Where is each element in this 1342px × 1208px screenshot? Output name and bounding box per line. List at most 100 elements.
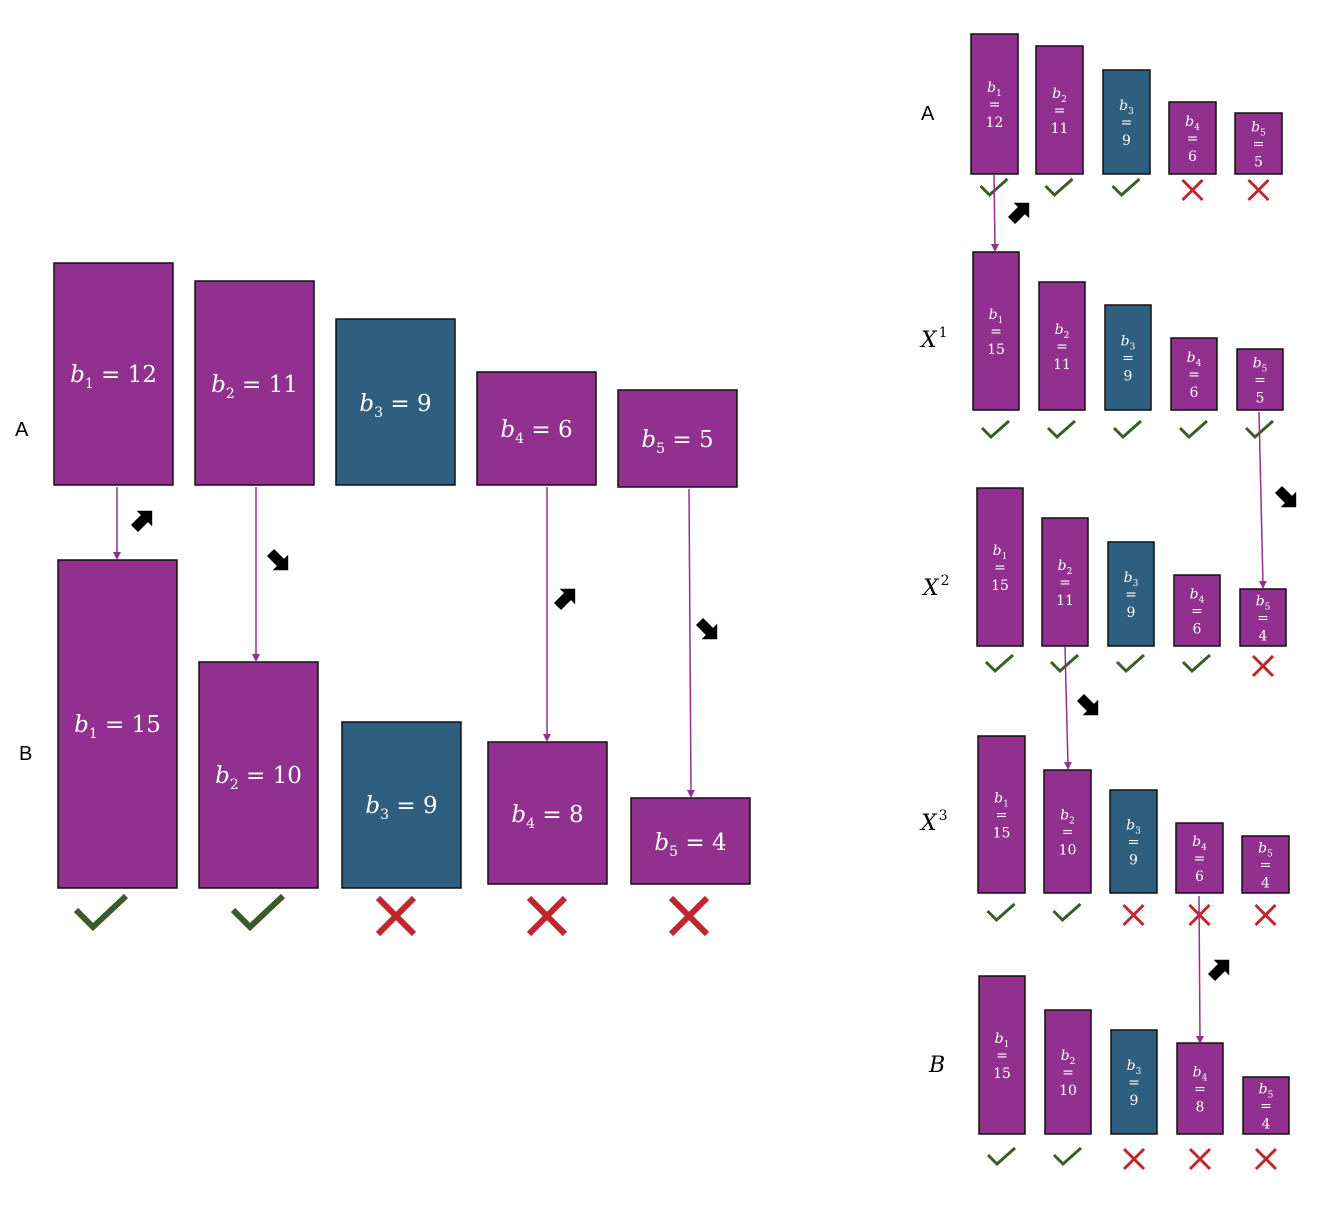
arrow-pointer-icon xyxy=(1274,485,1297,508)
left-label-a: A xyxy=(15,419,29,441)
svg-text:b2: b2 xyxy=(1055,322,1070,341)
svg-text:11: 11 xyxy=(1051,121,1069,137)
svg-text:9: 9 xyxy=(1122,133,1131,149)
svg-text:=: = xyxy=(990,324,1002,340)
svg-text:=: = xyxy=(1260,1099,1272,1115)
right-box-4-3: b3=9 xyxy=(1109,789,1158,894)
left-a-box-3: b3 = 9 xyxy=(335,318,456,486)
svg-text:b5: b5 xyxy=(1258,841,1273,860)
svg-text:=: = xyxy=(1054,103,1066,119)
cross-icon xyxy=(1254,903,1277,927)
left-connectors xyxy=(113,487,695,798)
svg-text:9: 9 xyxy=(1130,1093,1139,1109)
svg-text:=: = xyxy=(1128,835,1140,851)
left-a-box-5: b5 = 5 xyxy=(617,389,738,488)
left-b-box-1: b1 = 15 xyxy=(57,559,178,889)
svg-text:b5: b5 xyxy=(1259,1082,1274,1101)
svg-text:=: = xyxy=(1253,137,1265,153)
svg-text:b2 = 11: b2 = 11 xyxy=(211,372,298,402)
svg-text:=: = xyxy=(1194,1082,1206,1098)
right-box-5-1: b1=15 xyxy=(978,975,1026,1135)
cross-icon xyxy=(1181,178,1204,202)
svg-text:8: 8 xyxy=(1196,1100,1205,1116)
svg-text:4: 4 xyxy=(1261,876,1270,892)
check-icon xyxy=(1111,177,1141,198)
left-a-box-4: b4 = 6 xyxy=(476,371,597,486)
svg-text:b4: b4 xyxy=(1190,587,1205,606)
left-pointers xyxy=(130,510,718,640)
svg-text:b4: b4 xyxy=(1185,114,1200,133)
check-icon xyxy=(1044,177,1074,198)
check-icon xyxy=(986,1146,1016,1167)
right-box-3-4: b4= 6 xyxy=(1173,574,1221,647)
left-b-box-2: b2 = 10 xyxy=(198,661,319,889)
right-box-4-5: b5= 4 xyxy=(1241,835,1290,894)
right-pointers xyxy=(1007,202,1297,982)
svg-text:15: 15 xyxy=(991,578,1009,594)
right-box-1-1: b1=12 xyxy=(970,33,1019,175)
right-box-4-4: b4=6 xyxy=(1175,822,1224,894)
right-box-3-1: b1= 15 xyxy=(976,487,1024,647)
svg-text:b1: b1 xyxy=(989,307,1004,326)
check-icon xyxy=(1244,419,1274,440)
check-icon xyxy=(986,902,1016,923)
cross-icon xyxy=(375,895,417,937)
arrow-pointer-icon xyxy=(1007,202,1030,225)
right-row-label: A xyxy=(921,103,935,125)
svg-text:b2: b2 xyxy=(1052,86,1067,105)
svg-text:6: 6 xyxy=(1190,385,1199,401)
cross-icon xyxy=(1247,178,1270,202)
svg-text:b2: b2 xyxy=(1060,808,1075,827)
svg-text:b5 = 5: b5 = 5 xyxy=(641,427,713,457)
check-icon xyxy=(1112,419,1142,440)
svg-text:10: 10 xyxy=(1059,843,1077,859)
right-box-2-5: b5=5 xyxy=(1236,348,1284,411)
left-b-box-3: b3 = 9 xyxy=(341,721,462,889)
cross-icon xyxy=(1122,1147,1146,1171)
svg-text:=: = xyxy=(1191,604,1203,620)
check-icon xyxy=(1052,1146,1082,1167)
svg-text:=: = xyxy=(1260,858,1272,874)
svg-text:12: 12 xyxy=(986,115,1004,131)
check-icon xyxy=(980,419,1010,440)
svg-text:b1 = 12: b1 = 12 xyxy=(70,362,157,392)
svg-text:4: 4 xyxy=(1262,1117,1271,1133)
right-box-2-1: b1= 15 xyxy=(972,251,1020,411)
right-row-label: B xyxy=(928,1053,945,1078)
arrow-pointer-icon xyxy=(1076,693,1099,716)
svg-text:9: 9 xyxy=(1129,853,1138,869)
check-icon xyxy=(1115,653,1145,674)
svg-text:15: 15 xyxy=(987,342,1005,358)
check-icon xyxy=(1052,902,1082,923)
right-connector-a-x1 xyxy=(990,174,999,252)
svg-text:=: = xyxy=(1056,339,1068,355)
right-box-5-5: b5= 4 xyxy=(1242,1076,1290,1135)
svg-text:=: = xyxy=(1128,1075,1140,1091)
check-icon xyxy=(984,653,1014,674)
svg-text:6: 6 xyxy=(1195,869,1204,885)
check-icon xyxy=(1178,419,1208,440)
svg-text:b3: b3 xyxy=(1119,98,1134,117)
svg-text:b2 = 10: b2 = 10 xyxy=(215,763,302,793)
svg-text:=: = xyxy=(1062,1065,1074,1081)
svg-text:=: = xyxy=(1254,373,1266,389)
svg-text:=: = xyxy=(1121,115,1133,131)
arrow-pointer-icon xyxy=(130,510,153,533)
svg-text:6: 6 xyxy=(1193,622,1202,638)
left-a-box-2: b2 = 11 xyxy=(194,280,315,486)
svg-text:b4: b4 xyxy=(1192,834,1207,853)
svg-text:b4: b4 xyxy=(1187,350,1202,369)
right-box-1-4: b4=6 xyxy=(1168,101,1217,175)
svg-text:b1: b1 xyxy=(993,543,1008,562)
svg-text:=: = xyxy=(994,560,1006,576)
left-label-b: B xyxy=(19,743,32,765)
svg-text:=: = xyxy=(1122,351,1134,367)
